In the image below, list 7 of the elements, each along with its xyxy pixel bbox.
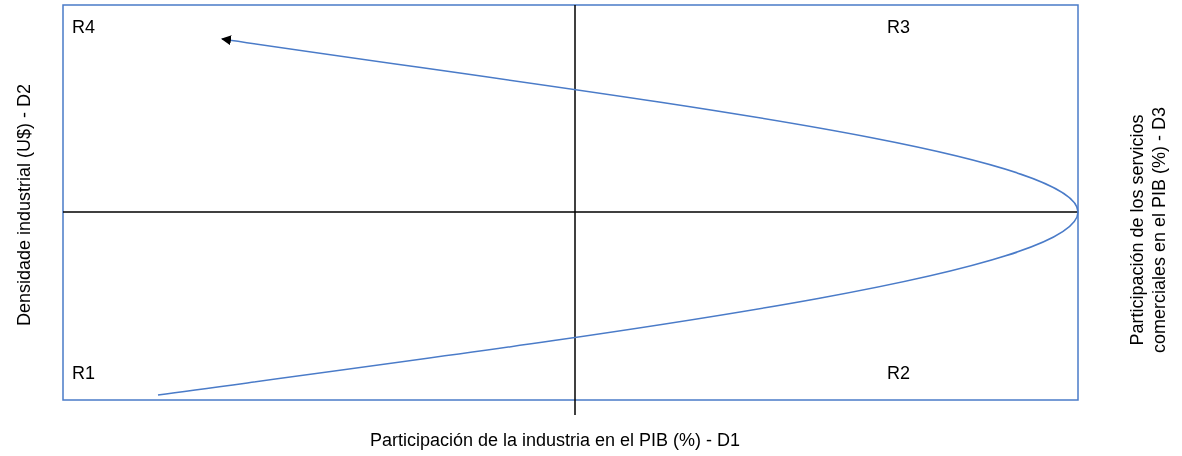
quadrant-label: R1 <box>72 362 95 384</box>
quadrant-label: R4 <box>72 16 95 38</box>
quadrant-label: R3 <box>887 16 910 38</box>
axis-title: Participación de los servicios comerciales en el PIB (%) - D3 <box>1126 105 1170 356</box>
axis-title: Densidade industrial (U$) - D2 <box>13 82 35 329</box>
quadrant-label: R2 <box>887 362 910 384</box>
axis-title: Participación de la industria en el PIB (%) - D1 <box>369 429 741 451</box>
